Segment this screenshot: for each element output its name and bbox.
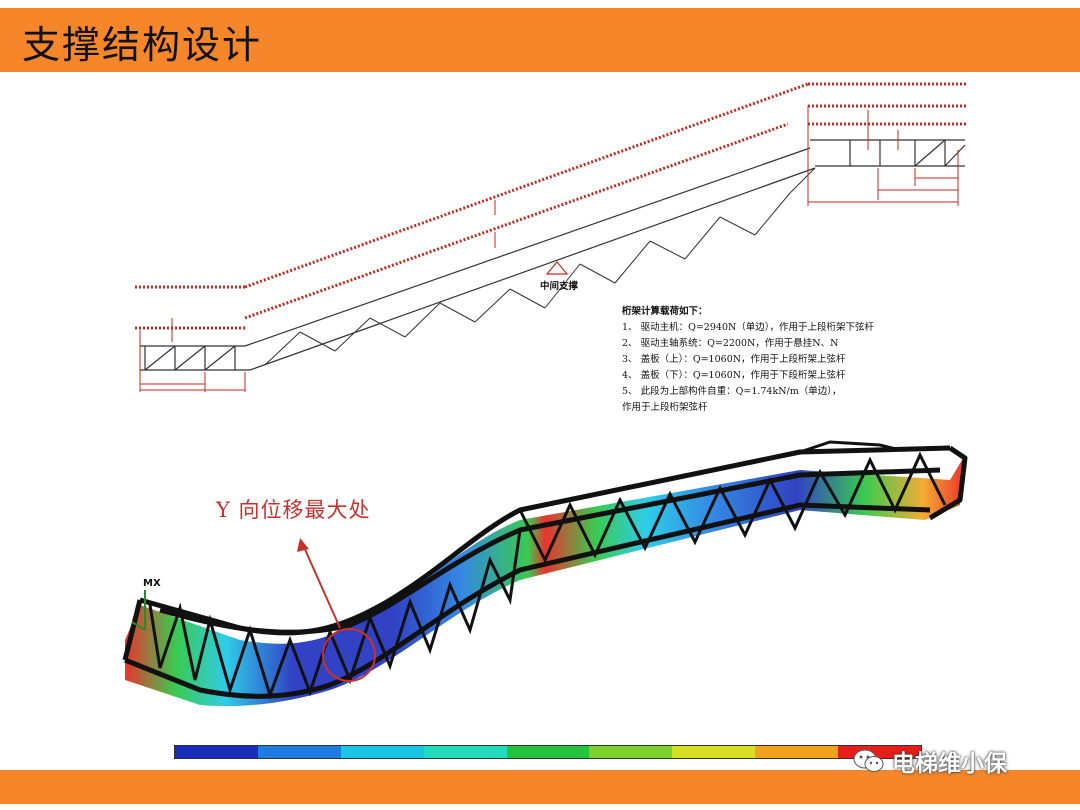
watermark: 电梯维小保	[852, 744, 1007, 778]
left-dimensions	[139, 330, 246, 392]
watermark-text: 电梯维小保	[892, 751, 1007, 777]
header-bar: 支撑结构设计	[0, 8, 1080, 72]
truss-outline	[140, 139, 966, 371]
load-note-item: 2、 驱动主轴系统：Q=2200N，作用于悬挂N、N	[622, 338, 839, 349]
load-note-item: 作用于上段桁架弦杆	[622, 402, 708, 413]
page-title: 支撑结构设计	[22, 23, 263, 67]
legend-segment	[755, 746, 839, 758]
displacement-color-legend	[174, 745, 922, 759]
load-notes: 桁架计算载荷如下： 1、 驱动主机：Q=2940N（单边），作用于上段桁架下弦杆…	[622, 304, 952, 416]
max-displacement-label: Y 向位移最大处	[216, 498, 371, 522]
load-note-item: 5、 此段为上部构件自重：Q=1.74kN/m（单边），	[622, 386, 842, 397]
reference-lines	[135, 82, 968, 330]
load-note-item: 1、 驱动主机：Q=2940N（单边），作用于上段桁架下弦杆	[622, 322, 875, 333]
middle-support-marker	[545, 261, 569, 275]
legend-segment	[423, 746, 507, 758]
load-note-item: 4、 盖板（下）：Q=1060N，作用于下段桁架上弦杆	[622, 370, 846, 381]
fea-contour-band	[125, 455, 965, 707]
legend-segment	[340, 746, 424, 758]
slope-dimension-markers	[171, 200, 496, 342]
axis-triad-icon	[131, 590, 146, 631]
legend-segment	[257, 746, 341, 758]
legend-segment	[175, 746, 258, 758]
footer-bar	[0, 770, 1080, 804]
middle-support-label: 中间支撑	[540, 281, 579, 292]
wechat-icon	[853, 749, 884, 772]
legend-segment	[589, 746, 673, 758]
legend-segment	[672, 746, 756, 758]
legend-segment	[506, 746, 590, 758]
axis-mx-label: MX	[143, 578, 161, 589]
right-dimensions	[807, 106, 959, 206]
load-note-item: 3、 盖板（上）：Q=1060N，作用于上段桁架上弦杆	[622, 354, 846, 365]
max-displacement-marker	[297, 538, 376, 682]
truss-diagonals	[264, 167, 816, 366]
load-notes-title: 桁架计算载荷如下：	[622, 306, 708, 317]
fea-truss-diagonals	[148, 440, 947, 700]
